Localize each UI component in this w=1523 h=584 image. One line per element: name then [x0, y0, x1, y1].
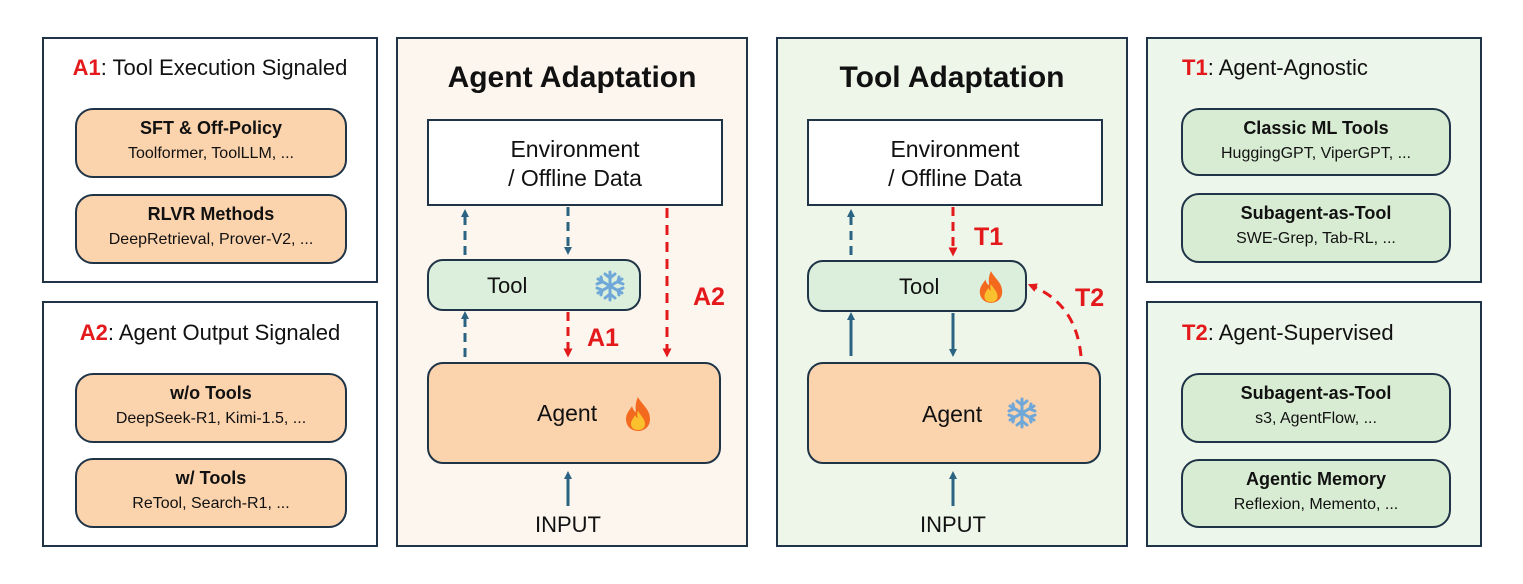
item-title: Classic ML Tools: [1243, 118, 1389, 138]
a2-tag: A2: [79, 320, 108, 345]
item-title: Subagent-as-Tool: [1240, 383, 1392, 403]
snowflake-icon: [595, 270, 625, 302]
a2-panel: A2: Agent Output Signaled w/o Tools Deep…: [42, 301, 378, 547]
item-subtitle: SWE-Grep, Tab-RL, ...: [1236, 230, 1396, 247]
item-title: Agentic Memory: [1245, 469, 1387, 489]
snowflake-icon: [1007, 397, 1037, 429]
t1-panel-title: T1: Agent-Agnostic: [1148, 55, 1480, 81]
agent-environment-box: Environment / Offline Data: [427, 119, 723, 206]
item-title: w/ Tools: [175, 468, 247, 488]
t2-title-text: : Agent-Supervised: [1207, 320, 1394, 345]
agent-input-label: INPUT: [535, 512, 601, 537]
a2-title-text: : Agent Output Signaled: [107, 320, 341, 345]
env-line-2: / Offline Data: [508, 165, 642, 191]
item-title: SFT & Off-Policy: [139, 118, 282, 138]
item-title: w/o Tools: [170, 383, 252, 403]
env-line-1: Environment: [890, 136, 1020, 162]
tool-environment-box: Environment / Offline Data: [807, 119, 1103, 206]
t1-item-classic-ml: Classic ML Tools HuggingGPT, ViperGPT, .…: [1181, 108, 1451, 176]
t2-item-subagent: Subagent-as-Tool s3, AgentFlow, ...: [1181, 373, 1451, 443]
t2-panel: T2: Agent-Supervised Subagent-as-Tool s3…: [1146, 301, 1482, 547]
tool-adaptation-panel: Tool Adaptation Environment / Offline Da…: [776, 37, 1128, 547]
tool-tool-box: Tool: [807, 260, 1027, 312]
item-subtitle: s3, AgentFlow, ...: [1255, 410, 1377, 427]
tool-adaptation-title: Tool Adaptation: [839, 61, 1065, 94]
agent-adaptation-panel: Agent Adaptation Environment / Offline D…: [396, 37, 748, 547]
agent-tool-box: Tool: [427, 259, 641, 311]
a1-tag: A1: [72, 55, 101, 80]
tool-label: Tool: [487, 273, 528, 298]
agent-agent-box: Agent: [427, 362, 721, 464]
item-title: Subagent-as-Tool: [1240, 203, 1392, 223]
item-subtitle: Toolformer, ToolLLM, ...: [128, 145, 294, 162]
a1-panel-title: A1: Tool Execution Signaled: [44, 55, 376, 81]
agent-label: Agent: [922, 401, 983, 427]
a2-panel-title: A2: Agent Output Signaled: [44, 320, 376, 346]
item-subtitle: Reflexion, Memento, ...: [1233, 496, 1399, 513]
t2-item-agentic-memory: Agentic Memory Reflexion, Memento, ...: [1181, 459, 1451, 528]
label-t2: T2: [1075, 284, 1105, 312]
t1-item-subagent: Subagent-as-Tool SWE-Grep, Tab-RL, ...: [1181, 193, 1451, 263]
item-subtitle: DeepRetrieval, Prover-V2, ...: [108, 231, 314, 248]
item-subtitle: ReTool, Search-R1, ...: [132, 495, 290, 512]
a1-item-sft: SFT & Off-Policy Toolformer, ToolLLM, ..…: [75, 108, 347, 178]
label-a1: A1: [587, 324, 619, 352]
tool-input-label: INPUT: [920, 512, 986, 537]
t1-title-text: : Agent-Agnostic: [1207, 55, 1368, 80]
a1-item-rlvr: RLVR Methods DeepRetrieval, Prover-V2, .…: [75, 194, 347, 264]
a2-item-without-tools: w/o Tools DeepSeek-R1, Kimi-1.5, ...: [75, 373, 347, 443]
env-line-1: Environment: [510, 136, 640, 162]
a1-title-text: : Tool Execution Signaled: [100, 55, 348, 80]
fire-icon: [626, 397, 650, 431]
env-line-2: / Offline Data: [888, 165, 1022, 191]
item-subtitle: HuggingGPT, ViperGPT, ...: [1220, 145, 1411, 162]
item-title: RLVR Methods: [147, 204, 275, 224]
label-t1: T1: [974, 223, 1004, 251]
tool-agent-box: Agent: [807, 362, 1101, 464]
t1-tag: T1: [1182, 55, 1208, 80]
fire-icon: [979, 271, 1003, 303]
label-a2: A2: [693, 283, 725, 311]
a1-panel: A1: Tool Execution Signaled SFT & Off-Po…: [42, 37, 378, 283]
agent-adaptation-title: Agent Adaptation: [447, 61, 697, 94]
t2-panel-title: T2: Agent-Supervised: [1148, 320, 1480, 346]
tool-label: Tool: [899, 274, 940, 299]
item-subtitle: DeepSeek-R1, Kimi-1.5, ...: [115, 410, 307, 427]
a2-item-with-tools: w/ Tools ReTool, Search-R1, ...: [75, 458, 347, 528]
arrow-t2-signal: [1027, 283, 1083, 357]
t2-tag: T2: [1182, 320, 1208, 345]
agent-label: Agent: [537, 400, 598, 426]
t1-panel: T1: Agent-Agnostic Classic ML Tools Hugg…: [1146, 37, 1482, 283]
